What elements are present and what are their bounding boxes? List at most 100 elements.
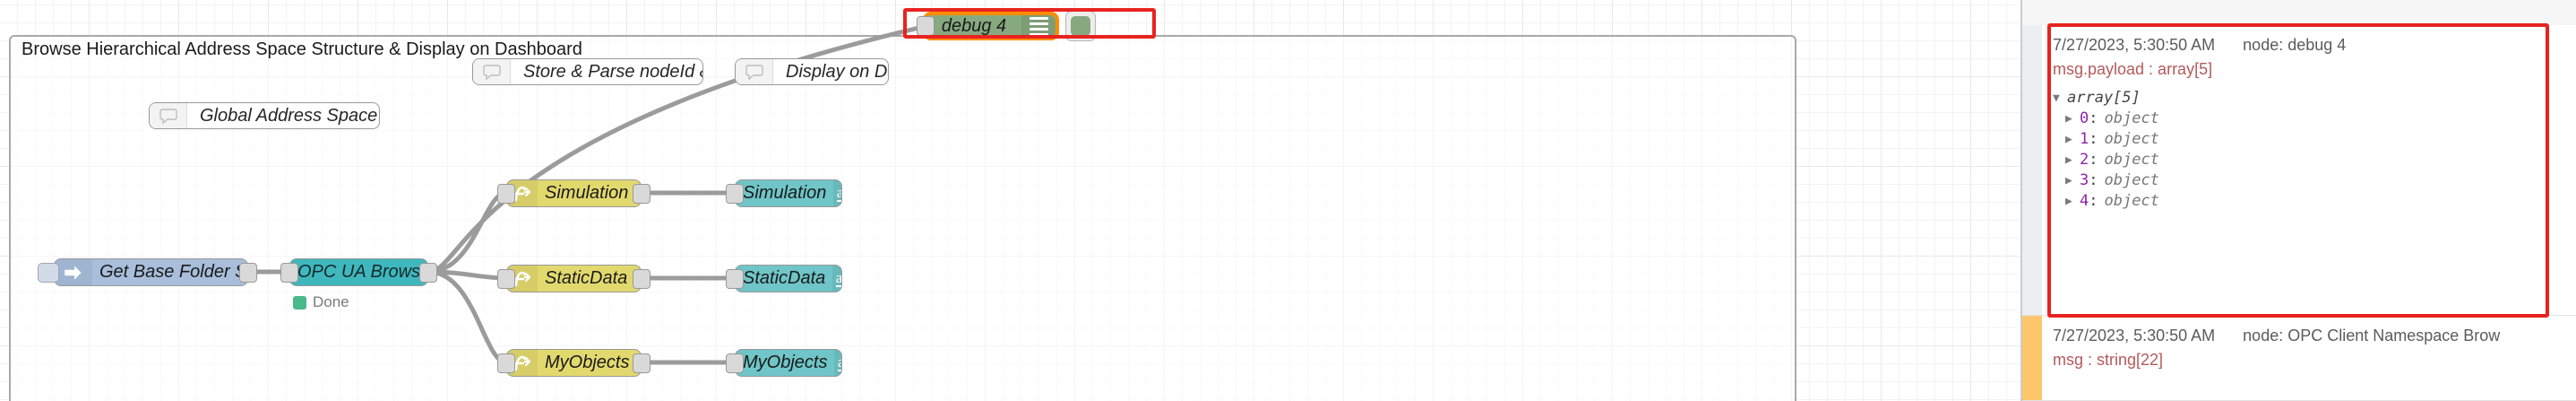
opcua-node-label: OPC UA Browser bbox=[297, 262, 427, 282]
debug-message-item[interactable]: 7/27/2023, 5:30:50 AM node: debug 4 msg.… bbox=[2022, 25, 2576, 316]
speech-bubble-icon bbox=[482, 65, 501, 80]
function-node-myobjects-folder[interactable]: MyObjects Folder bbox=[497, 349, 650, 377]
debug-tree-item-key: 0 bbox=[2080, 109, 2089, 127]
ui-text-node-myobjects[interactable]: MyObjects abc bbox=[726, 349, 842, 377]
debug-sidebar-panel[interactable]: 7/27/2023, 5:30:50 AM node: debug 4 msg.… bbox=[2020, 0, 2576, 401]
comment-label: Display on Dashboard bbox=[786, 61, 888, 82]
function-input-port[interactable] bbox=[497, 353, 515, 373]
debug-message-property: msg : string[22] bbox=[2053, 351, 2164, 369]
comment-node-store-parse[interactable]: Store & Parse nodeId & browseName bbox=[472, 58, 703, 85]
ui-text-node-simulation[interactable]: Simulation abc bbox=[726, 179, 842, 207]
debug-message-accent-bar bbox=[2022, 316, 2042, 400]
comment-icon bbox=[736, 59, 773, 84]
debug-tree-root-label: array[5] bbox=[2067, 89, 2141, 107]
flow-canvas[interactable]: Browse Hierarchical Address Space Struct… bbox=[0, 0, 2020, 401]
debug-tree-item[interactable]: ▶ 2 : object bbox=[2053, 150, 2563, 170]
debug-node-debug-4[interactable]: debug 4 bbox=[917, 12, 1059, 40]
inject-node-get-base-folder-structure[interactable]: Get Base Folder Structure ¹ bbox=[54, 258, 257, 286]
debug-tree-item-type: object bbox=[2104, 151, 2159, 169]
ui-text-input-port[interactable] bbox=[726, 353, 744, 373]
function-node-label: Simulation Folder bbox=[545, 183, 641, 203]
function-node-simulation-folder[interactable]: Simulation Folder bbox=[497, 179, 650, 207]
debug-tree-item-type: object bbox=[2104, 109, 2159, 127]
speech-bubble-icon bbox=[159, 109, 177, 124]
function-input-port[interactable] bbox=[497, 183, 515, 204]
debug-enable-toggle-button[interactable] bbox=[1065, 11, 1096, 41]
expand-caret-icon[interactable]: ▶ bbox=[2065, 153, 2072, 167]
debug-tree-item-colon: : bbox=[2089, 151, 2098, 169]
debug-tree-item-key: 2 bbox=[2080, 151, 2089, 169]
abc-icon: abc bbox=[834, 350, 841, 376]
comment-icon bbox=[473, 59, 511, 84]
debug-tree-item-colon: : bbox=[2089, 171, 2098, 189]
hamburger-icon-glyph bbox=[1029, 16, 1048, 36]
expand-caret-icon[interactable]: ▶ bbox=[2065, 112, 2072, 126]
expand-caret-icon[interactable]: ▶ bbox=[2065, 174, 2072, 187]
debug-tree-item[interactable]: ▶ 0 : object bbox=[2053, 109, 2563, 129]
function-input-port[interactable] bbox=[497, 268, 515, 289]
function-output-port[interactable] bbox=[633, 353, 650, 373]
abc-icon: abc bbox=[832, 266, 841, 292]
debug-tree-item[interactable]: ▶ 4 : object bbox=[2053, 191, 2563, 212]
ui-text-node-label: Simulation bbox=[743, 183, 827, 203]
debug-tree-item[interactable]: ▶ 1 : object bbox=[2053, 129, 2563, 150]
opcua-input-port[interactable] bbox=[280, 262, 298, 283]
debug-tree-item-key: 3 bbox=[2080, 171, 2089, 189]
flow-group[interactable] bbox=[9, 35, 1796, 401]
opcua-status-text: Done bbox=[313, 293, 349, 310]
debug-node-label: debug 4 bbox=[941, 15, 1007, 36]
comment-icon bbox=[150, 103, 187, 128]
speech-bubble-icon bbox=[745, 65, 763, 80]
function-node-label: MyObjects Folder bbox=[545, 353, 641, 372]
abc-icon-glyph: abc bbox=[835, 269, 841, 288]
debug-tree-item-colon: : bbox=[2089, 130, 2098, 148]
ui-text-node-label: StaticData bbox=[743, 268, 826, 288]
debug-message-source-node: node: OPC Client Namespace Brow bbox=[2243, 327, 2501, 344]
debug-message-tree: ▼ array[5] ▶ 0 : object ▶ 1 : object ▶ bbox=[2053, 88, 2563, 212]
debug-message-timestamp: 7/27/2023, 5:30:50 AM bbox=[2053, 36, 2216, 54]
debug-tree-root-row[interactable]: ▼ array[5] bbox=[2053, 88, 2563, 109]
abc-icon-glyph: abc bbox=[837, 353, 841, 372]
debug-message-header: 7/27/2023, 5:30:50 AM node: OPC Client N… bbox=[2053, 327, 2563, 345]
comment-label: Store & Parse nodeId & browseName bbox=[523, 61, 702, 82]
debug-message-header: 7/27/2023, 5:30:50 AM node: debug 4 bbox=[2053, 36, 2563, 55]
inject-arrow-icon bbox=[55, 259, 92, 285]
status-dot-icon bbox=[293, 295, 306, 309]
inject-output-port[interactable] bbox=[239, 262, 257, 283]
comment-label: Global Address Space Folder Browse bbox=[200, 105, 379, 126]
debug-message-property: msg.payload : array[5] bbox=[2053, 60, 2213, 78]
debug-tree-item-colon: : bbox=[2089, 192, 2098, 210]
hamburger-icon bbox=[1021, 15, 1055, 37]
ui-text-node-staticdata[interactable]: StaticData abc bbox=[726, 265, 842, 292]
debug-tree-item-type: object bbox=[2104, 171, 2159, 189]
opcua-output-port[interactable] bbox=[419, 262, 437, 283]
expand-caret-icon[interactable]: ▶ bbox=[2065, 133, 2072, 146]
debug-input-port[interactable] bbox=[917, 16, 935, 36]
inject-trigger-button[interactable] bbox=[38, 263, 59, 283]
debug-message-timestamp: 7/27/2023, 5:30:50 AM bbox=[2053, 327, 2216, 344]
arrow-right-icon bbox=[65, 265, 82, 280]
abc-icon: abc bbox=[833, 180, 841, 206]
debug-tree-item-key: 1 bbox=[2080, 130, 2089, 148]
debug-tree-item[interactable]: ▶ 3 : object bbox=[2053, 170, 2563, 191]
function-icon bbox=[513, 186, 531, 201]
debug-message-accent-bar bbox=[2022, 25, 2042, 315]
function-output-port[interactable] bbox=[633, 183, 650, 204]
debug-message-source-node: node: debug 4 bbox=[2243, 36, 2347, 54]
ui-text-input-port[interactable] bbox=[726, 268, 744, 289]
function-node-staticdata-folder[interactable]: StaticData Folder bbox=[497, 265, 650, 292]
inject-node-label: Get Base Folder Structure ¹ bbox=[99, 262, 247, 282]
opcua-browser-node[interactable]: OPC UA Browser bbox=[280, 258, 437, 286]
comment-node-global-browse[interactable]: Global Address Space Folder Browse bbox=[149, 102, 380, 129]
comment-node-display-dashboard[interactable]: Display on Dashboard bbox=[735, 58, 889, 85]
expand-caret-icon[interactable]: ▶ bbox=[2065, 195, 2072, 208]
debug-toggle-knob bbox=[1071, 16, 1090, 36]
ui-text-input-port[interactable] bbox=[726, 183, 744, 204]
debug-tree-item-key: 4 bbox=[2080, 192, 2089, 210]
function-icon bbox=[513, 271, 531, 286]
function-output-port[interactable] bbox=[633, 268, 650, 289]
opcua-node-status: Done bbox=[293, 293, 349, 311]
expand-caret-icon[interactable]: ▼ bbox=[2053, 92, 2060, 105]
debug-message-item[interactable]: 7/27/2023, 5:30:50 AM node: OPC Client N… bbox=[2022, 316, 2576, 401]
